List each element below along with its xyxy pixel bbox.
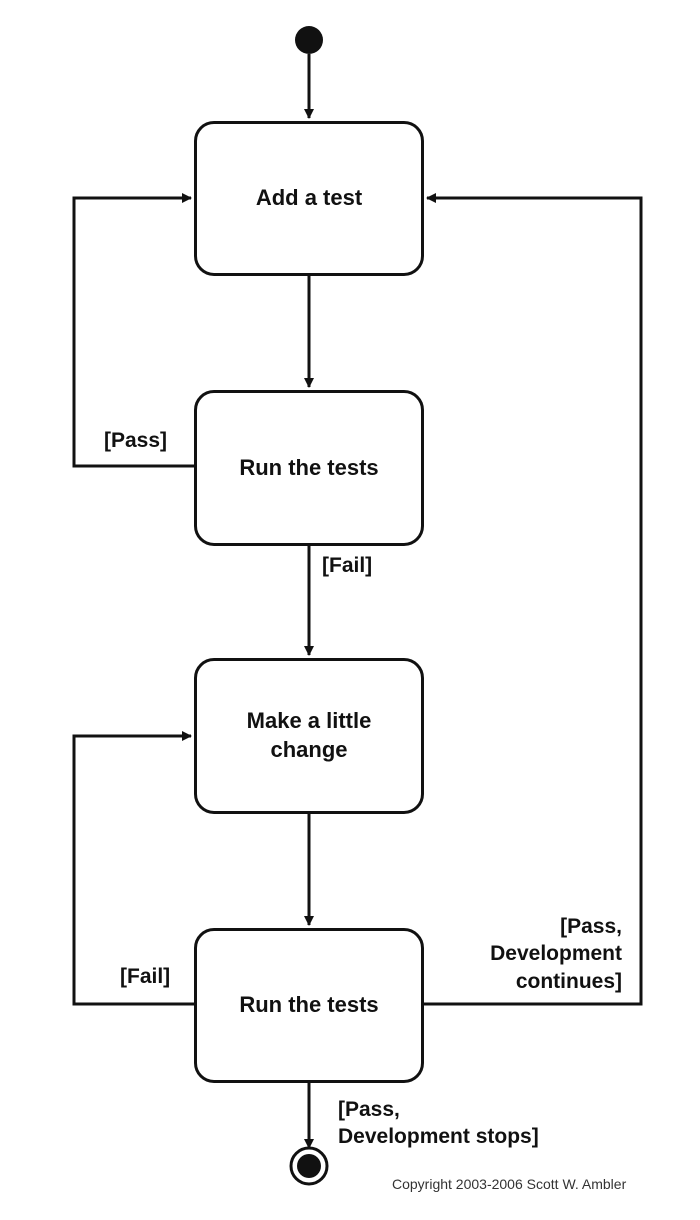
edge-run1-pass-loop [72,193,194,468]
state-run-the-tests-1: Run the tests [194,390,424,546]
guard-fail-2: [Fail] [120,965,171,988]
initial-node [295,26,323,54]
guard-pass-continue-line1: [Pass, [560,915,622,938]
guard-pass-continue: [Pass, Development continues] [450,913,622,995]
guard-pass-continue-line2: Development [490,942,622,966]
edge-run2-pass-continue [424,193,643,1006]
guard-pass-1: [Pass] [104,429,168,452]
state-run-the-tests-2-label: Run the tests [239,992,379,1018]
state-make-change-line1: Make a little [246,708,372,734]
guard-pass-stop-line2: Development stops] [338,1125,539,1149]
state-add-a-test: Add a test [194,121,424,276]
state-add-a-test-label: Add a test [255,185,363,211]
guard-pass-stop: [Pass, Development stops] [338,1096,539,1151]
state-make-change-line2: change [270,737,348,762]
guard-pass-stop-line1: [Pass, [338,1098,400,1121]
state-run-the-tests-1-label: Run the tests [239,454,379,480]
state-make-a-little-change: Make a little change [194,658,424,814]
guard-pass-continue-line3: continues] [515,969,622,993]
copyright-notice: Copyright 2003-2006 Scott W. Ambler [392,1176,627,1192]
edge-run2-fail-loop [72,731,194,1006]
final-node-core [297,1154,321,1178]
state-run-the-tests-2: Run the tests [194,928,424,1083]
guard-fail-1: [Fail] [322,554,373,577]
